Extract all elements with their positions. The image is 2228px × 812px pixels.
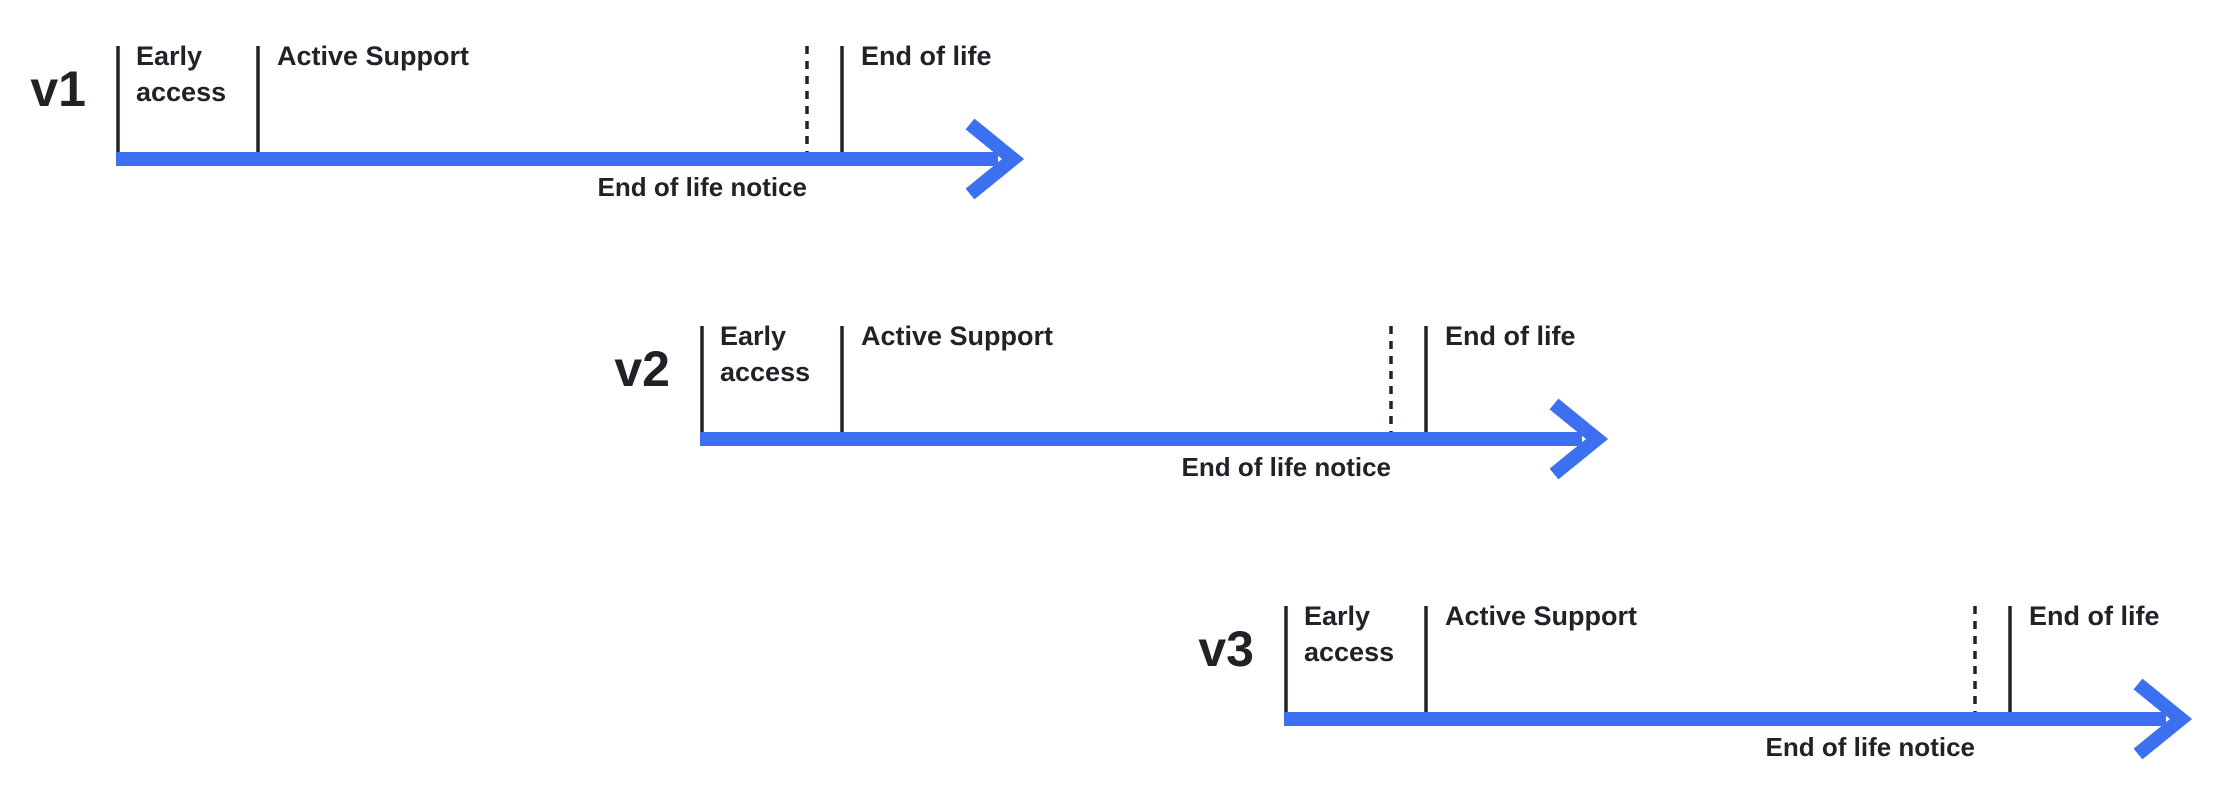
end-of-life-notice-label: End of life notice xyxy=(597,172,807,202)
timeline-row-v2: v2 Early access Active Support End of li… xyxy=(614,321,1640,526)
timeline-arrow-shaft xyxy=(1284,712,2166,726)
early-access-label: Early access xyxy=(1304,601,1395,667)
early-access-label: Early access xyxy=(136,41,227,107)
timeline-arrow-head xyxy=(1549,398,1609,480)
active-support-label: Active Support xyxy=(1445,601,1638,631)
timeline-row-v1: v1 Early access Active Support End of li… xyxy=(30,41,1056,246)
timeline-row-v3: v3 Early access Active Support End of li… xyxy=(1198,601,2224,806)
timeline-track-v3 xyxy=(1284,606,2193,760)
early-access-label: Early access xyxy=(720,321,811,387)
end-of-life-notice-label: End of life notice xyxy=(1765,732,1975,762)
end-of-life-label: End of life xyxy=(1445,321,1576,351)
active-support-label: Active Support xyxy=(861,321,1054,351)
timeline-arrow-shaft xyxy=(700,432,1582,446)
end-of-life-label: End of life xyxy=(2029,601,2160,631)
timeline-arrow-head xyxy=(2133,678,2193,760)
timeline-track-v2 xyxy=(700,326,1609,480)
active-support-label: Active Support xyxy=(277,41,470,71)
version-label: v2 xyxy=(614,341,670,397)
version-label: v3 xyxy=(1198,621,1254,677)
version-label: v1 xyxy=(30,61,86,117)
timeline-arrow-shaft xyxy=(116,152,998,166)
timeline-track-v1 xyxy=(116,46,1025,200)
end-of-life-label: End of life xyxy=(861,41,992,71)
timeline-arrow-head xyxy=(965,118,1025,200)
end-of-life-notice-label: End of life notice xyxy=(1181,452,1391,482)
